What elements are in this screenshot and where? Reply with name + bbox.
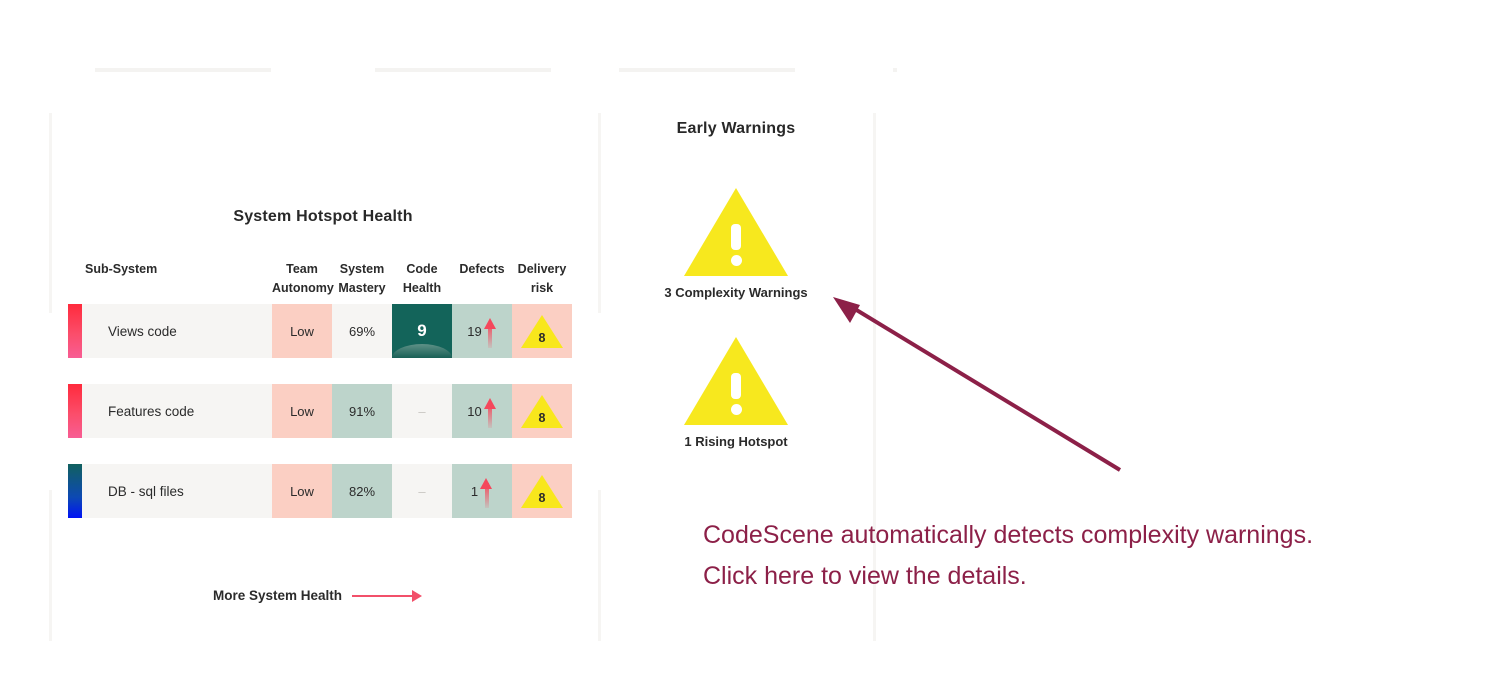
cell-system-mastery: 82% [332,464,392,518]
code-health-score: 9 [417,321,427,340]
hotspot-panel-title: System Hotspot Health [233,208,413,225]
early-warning-item[interactable]: 1 Rising Hotspot [601,337,871,449]
panel-divider-middle [598,113,601,313]
row-subsystem-name: Views code [82,304,272,358]
early-warnings-title: Early Warnings [676,120,796,137]
more-system-health-label: More System Health [213,588,343,603]
cell-defects: 10 [452,384,512,438]
cell-system-mastery: 69% [332,304,392,358]
row-subsystem-name: Features code [82,384,272,438]
cell-team-autonomy: Low [272,384,332,438]
column-header-code-health: Code Health [402,262,442,295]
panel-divider-left-lower [49,490,52,641]
card-stub-2 [375,68,551,72]
column-header-defects: Defects [459,262,505,276]
cell-team-autonomy: Low [272,304,332,358]
column-header-subsystem: Sub-System [85,262,158,276]
card-stub-1 [95,68,271,72]
cell-delivery-risk: 8 [512,384,572,438]
cell-code-health: – [392,464,452,518]
cell-defects: 1 [452,464,512,518]
cell-team-autonomy: Low [272,464,332,518]
hotspot-health-table: Sub-System Team Autonomy System Mastery … [68,256,574,544]
warning-triangle-icon [684,337,788,425]
defect-count: 19 [467,323,482,339]
delivery-risk-triangle-icon: 8 [521,314,563,348]
row-accent-bar [68,304,82,358]
cell-code-health: – [392,384,452,438]
annotation-text: CodeScene automatically detects complexi… [703,515,1483,597]
table-row[interactable]: Features code Low 91% – 10 8 [68,384,574,438]
arrow-right-icon [352,589,423,602]
column-header-team-autonomy: Team Autonomy [272,262,334,295]
code-health-wave-icon [392,344,452,358]
annotation-line-1: CodeScene automatically detects complexi… [703,521,1314,549]
early-warning-label: 3 Complexity Warnings [664,285,808,300]
table-row[interactable]: Views code Low 69% 9 19 8 [68,304,574,358]
cell-system-mastery: 91% [332,384,392,438]
defect-count: 10 [467,403,482,419]
more-system-health-link[interactable]: More System Health [213,588,423,603]
column-header-system-mastery: System Mastery [338,262,386,295]
cell-defects: 19 [452,304,512,358]
trend-up-arrow-icon [480,474,493,508]
table-header-row: Sub-System Team Autonomy System Mastery … [68,256,574,304]
card-stub-4 [893,68,897,72]
row-accent-bar [68,384,82,438]
trend-up-arrow-icon [483,314,497,348]
delivery-risk-value: 8 [538,330,546,345]
warning-triangle-icon [684,188,788,276]
column-header-delivery-risk: Delivery risk [517,262,567,295]
early-warning-item[interactable]: 3 Complexity Warnings [601,188,871,300]
delivery-risk-triangle-icon: 8 [521,474,563,508]
row-accent-bar [68,464,82,518]
delivery-risk-value: 8 [538,490,546,505]
cell-code-health: 9 [392,304,452,358]
panel-divider-middle-lower [598,490,601,641]
cell-delivery-risk: 8 [512,304,572,358]
trend-up-arrow-icon [483,394,497,428]
panel-divider-left [49,113,52,313]
defect-count: 1 [470,483,479,499]
early-warning-label: 1 Rising Hotspot [684,434,788,449]
row-subsystem-name: DB - sql files [82,464,272,518]
annotation-line-2: Click here to view the details. [703,562,1027,590]
card-stub-3 [619,68,795,72]
delivery-risk-value: 8 [538,410,546,425]
cell-delivery-risk: 8 [512,464,572,518]
table-row[interactable]: DB - sql files Low 82% – 1 8 [68,464,574,518]
delivery-risk-triangle-icon: 8 [521,394,563,428]
